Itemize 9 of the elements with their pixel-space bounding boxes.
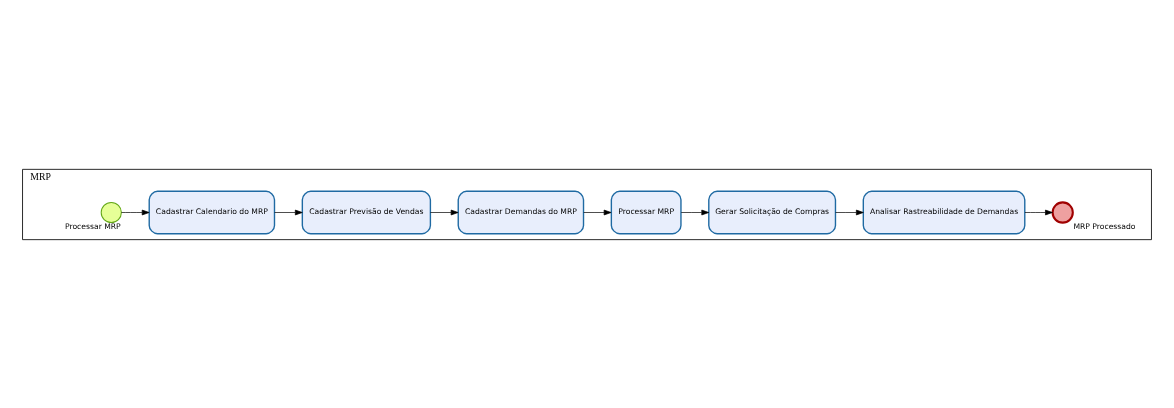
arrow [835, 209, 864, 215]
arrow [1024, 209, 1053, 215]
node-circle [1051, 200, 1074, 224]
arrow [583, 209, 612, 215]
arrow [680, 209, 710, 215]
arrow [274, 209, 303, 215]
arrow [430, 209, 459, 215]
node-circle [100, 201, 122, 223]
arrow [121, 209, 150, 215]
